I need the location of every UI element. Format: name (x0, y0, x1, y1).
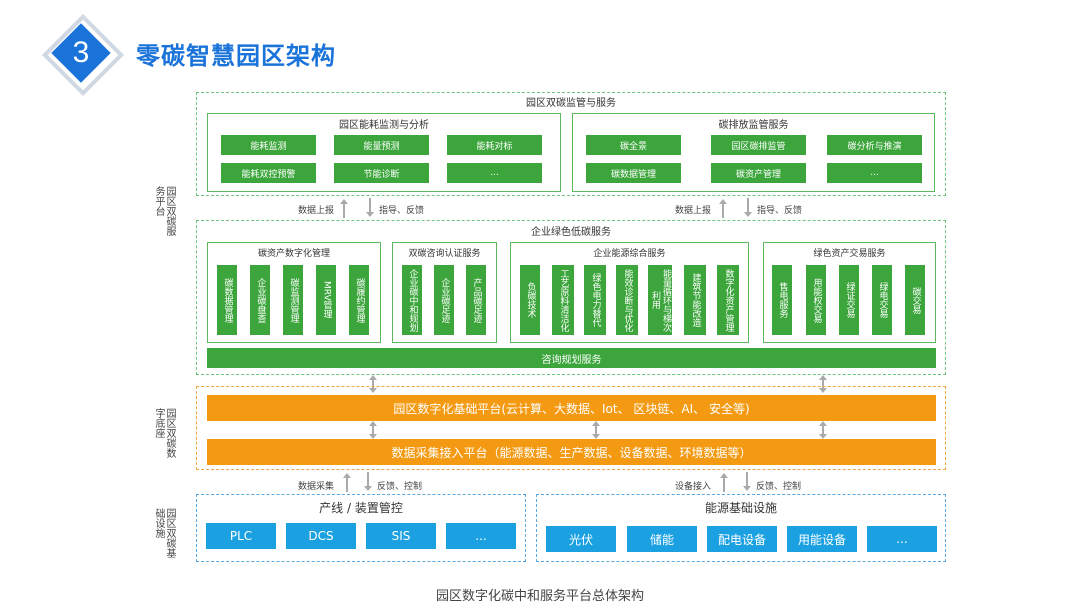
energy-infra-section (536, 494, 946, 562)
figure-caption: 园区数字化碳中和服务平台总体架构 (435, 589, 644, 604)
digital-platform-bar[interactable]: 园区数字化基础平台(云计算、大数据、Iot、 区块链、AI、 安全等) (207, 395, 936, 421)
energy-service-title: 企业能源综合服务 (593, 248, 666, 259)
page-title: 零碳智慧园区架构 (136, 42, 336, 70)
side-label-service: 园区双碳服务平台 (153, 186, 175, 236)
carbon-analysis-button[interactable]: 碳分析与推演 (827, 135, 922, 155)
green-power-button[interactable]: 绿色电力替代 (584, 265, 606, 335)
down-arrow-icon (365, 197, 375, 219)
down-arrow-icon (742, 471, 752, 493)
dual-control-warning-button[interactable]: 能耗双控预警 (221, 163, 316, 183)
plc-button[interactable]: PLC (206, 523, 276, 549)
carbon-panorama-button[interactable]: 碳全景 (586, 135, 681, 155)
energy-monitor-title: 园区能耗监测与分析 (339, 119, 429, 131)
flow-label-data-up-right: 数据上报 (675, 206, 712, 216)
carbon-asset-management-button[interactable]: 碳资产管理 (711, 163, 806, 183)
power-sale-button[interactable]: 售电服务 (772, 265, 792, 335)
energy-monitor-box (207, 113, 561, 192)
digital-asset-button[interactable]: 数字化资产管理 (717, 265, 739, 335)
down-arrow-icon (743, 197, 753, 219)
carbon-monitoring-mgmt-button[interactable]: 碳监测管理 (283, 265, 303, 335)
green-trade-box (763, 242, 936, 343)
energy-infra-title: 能源基础设施 (704, 500, 777, 515)
production-control-section (196, 494, 526, 562)
carbon-data-management-button[interactable]: 碳数据管理 (586, 163, 681, 183)
section-number-badge: 3 (41, 13, 125, 97)
carbon-compliance-button[interactable]: 碳履约管理 (349, 265, 369, 335)
flow-label-feedback-left: 反馈、控制 (377, 482, 423, 492)
double-arrow-icon (368, 421, 378, 439)
building-retrofit-button[interactable]: 建筑节能改造 (684, 265, 706, 335)
up-arrow-icon (719, 471, 729, 493)
flow-label-data-up-left: 数据上报 (298, 206, 335, 216)
section-number: 3 (72, 36, 90, 69)
up-arrow-icon (339, 197, 349, 219)
flow-label-collect: 数据采集 (298, 482, 335, 492)
carbon-inventory-button[interactable]: 企业碳盘查 (250, 265, 270, 335)
energy-benchmark-button[interactable]: 能耗对标 (447, 135, 542, 155)
carbon-asset-box (207, 242, 381, 343)
side-label-digital: 园区双碳数字底座 (153, 408, 175, 458)
green-cert-trade-button[interactable]: 绿证交易 (839, 265, 859, 335)
consult-planning-bar[interactable]: 咨询规划服务 (207, 348, 936, 368)
energy-monitoring-button[interactable]: 能耗监测 (221, 135, 316, 155)
line-more-button[interactable]: ... (446, 523, 516, 549)
carbon-supervision-section (196, 92, 946, 196)
double-arrow-icon (818, 421, 828, 439)
energy-forecast-button[interactable]: 能量预测 (334, 135, 429, 155)
carbon-monitor-title: 碳排放监管服务 (718, 119, 789, 131)
flow-label-device-in: 设备接入 (675, 482, 712, 492)
digital-base-section (196, 386, 946, 470)
production-control-title: 产线 / 装置管控 (319, 500, 403, 515)
mrv-mgmt-button[interactable]: MRV管理 (316, 265, 336, 335)
sis-button[interactable]: SIS (366, 523, 436, 549)
energy-diagnosis-button[interactable]: 节能诊断 (334, 163, 429, 183)
consult-cert-title: 双碳咨询认证服务 (408, 248, 481, 259)
enterprise-service-title: 企业绿色低碳服务 (531, 226, 611, 238)
green-trade-title: 绿色资产交易服务 (813, 248, 886, 259)
product-footprint-button[interactable]: 产品碳足迹 (466, 265, 486, 335)
up-arrow-icon (718, 197, 728, 219)
carbon-asset-title: 碳资产数字化管理 (257, 248, 330, 259)
up-arrow-icon (342, 471, 352, 493)
double-arrow-icon (368, 375, 378, 393)
negative-carbon-button[interactable]: 负碳技术 (520, 265, 540, 335)
carbon-supervision-title: 园区双碳监管与服务 (526, 97, 616, 109)
distribution-button[interactable]: 配电设备 (707, 526, 777, 552)
carbon-monitor-box (572, 113, 935, 192)
double-arrow-icon (818, 375, 828, 393)
carbon-neutral-plan-button[interactable]: 企业碳中和规划 (402, 265, 422, 335)
enterprise-footprint-button[interactable]: 企业碳足迹 (434, 265, 454, 335)
energy-cycle-button[interactable]: 能量循环与梯次利用 (648, 265, 672, 335)
park-carbon-supervision-button[interactable]: 园区碳排监管 (711, 135, 806, 155)
clean-process-button[interactable]: 工艺原料清洁化 (552, 265, 574, 335)
energy-more-infra-button[interactable]: ... (867, 526, 937, 552)
carbon-more-button[interactable]: ... (827, 163, 922, 183)
down-arrow-icon (363, 471, 373, 493)
storage-button[interactable]: 储能 (627, 526, 697, 552)
carbon-trade-button[interactable]: 碳交易 (905, 265, 925, 335)
double-arrow-icon (591, 421, 601, 439)
efficiency-diagnosis-button[interactable]: 能效诊断与优化 (616, 265, 638, 335)
flow-label-guide-right: 指导、反馈 (757, 206, 803, 216)
energy-right-trade-button[interactable]: 用能权交易 (806, 265, 826, 335)
data-access-bar[interactable]: 数据采集接入平台（能源数据、生产数据、设备数据、环境数据等） (207, 439, 936, 465)
flow-label-guide-left: 指导、反馈 (379, 206, 425, 216)
pv-button[interactable]: 光伏 (546, 526, 616, 552)
green-power-trade-button[interactable]: 绿电交易 (872, 265, 892, 335)
energy-service-box (510, 242, 749, 343)
flow-label-feedback-right: 反馈、控制 (756, 482, 802, 492)
consumption-device-button[interactable]: 用能设备 (787, 526, 857, 552)
enterprise-service-section (196, 220, 946, 375)
side-label-infra: 园区双碳基础设施 (153, 508, 175, 558)
energy-more-button[interactable]: ... (447, 163, 542, 183)
consult-cert-box (392, 242, 497, 343)
carbon-data-mgmt-button[interactable]: 碳数据管理 (217, 265, 237, 335)
dcs-button[interactable]: DCS (286, 523, 356, 549)
